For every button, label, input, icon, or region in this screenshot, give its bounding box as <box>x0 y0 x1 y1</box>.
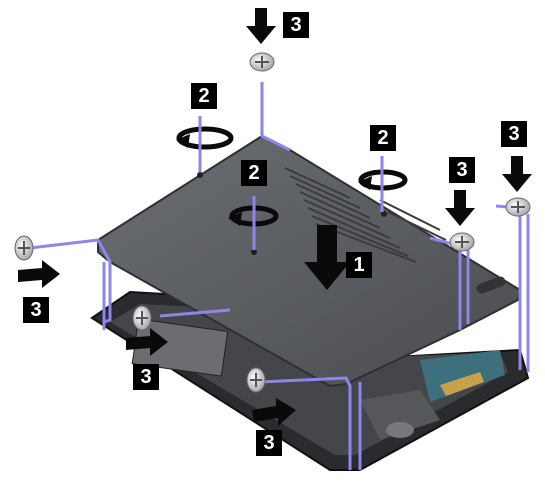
step-callout-3: 3 <box>449 157 475 183</box>
right-arrow-icon <box>252 398 296 426</box>
screw-icon <box>246 367 266 393</box>
screw-icon <box>449 232 475 252</box>
rotate-arrow-icon <box>358 156 408 212</box>
screw-icon <box>249 52 275 72</box>
screw-icon <box>505 197 531 217</box>
right-arrow-icon <box>18 260 60 288</box>
right-arrow-icon <box>126 328 168 356</box>
down-arrow-icon <box>304 225 350 290</box>
board <box>420 350 505 402</box>
step-callout-2: 2 <box>191 83 217 109</box>
rotate-arrow-icon <box>228 196 279 250</box>
down-arrow-icon <box>502 156 532 192</box>
down-arrow-icon <box>445 190 475 226</box>
step-callout-3: 3 <box>133 364 159 390</box>
screw-icon <box>132 305 152 331</box>
screw-icon <box>14 235 34 261</box>
down-arrow-icon <box>246 8 276 44</box>
rotate-arrow-icon <box>176 116 234 172</box>
step-callout-2: 2 <box>370 125 396 151</box>
vent-grille <box>284 167 447 263</box>
step-callout-1: 1 <box>346 252 372 278</box>
step-callout-3: 3 <box>283 12 309 38</box>
step-callout-2: 2 <box>241 160 267 186</box>
step-callout-3: 3 <box>501 121 527 147</box>
step-callout-3: 3 <box>23 297 49 323</box>
step-callout-3: 3 <box>256 430 282 456</box>
